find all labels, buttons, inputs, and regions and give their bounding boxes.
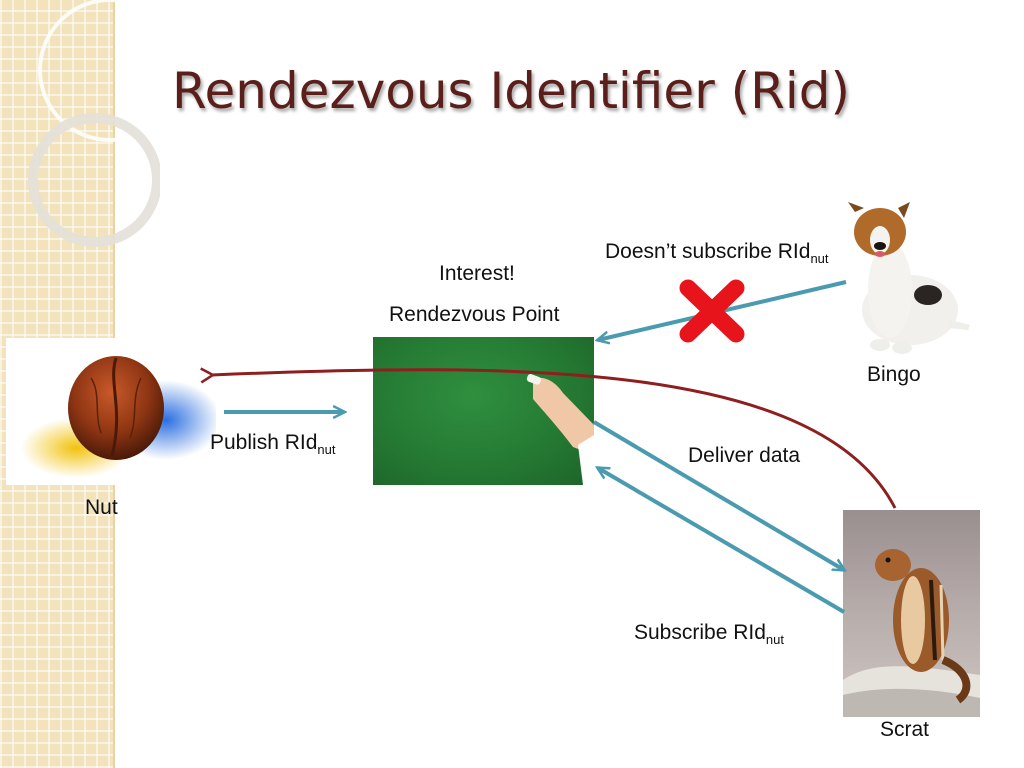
interest-label: Interest! — [439, 262, 515, 285]
walnut-icon — [21, 356, 216, 478]
doesnt-subscribe-label: Doesn’t subscribe RIdnut — [605, 240, 829, 266]
subscribe-text: Subscribe RId — [634, 621, 766, 644]
scrat-image — [843, 510, 980, 717]
rendezvous-point-label: Rendezvous Point — [389, 303, 560, 326]
nut-label: Nut — [85, 496, 118, 519]
subscribe-subscript: nut — [765, 632, 784, 648]
cross-icon — [679, 279, 745, 343]
interest-return-arrow — [212, 370, 897, 509]
scrat-label: Scrat — [880, 718, 930, 741]
hand-icon — [526, 374, 594, 485]
doesnt-subscribe-text: Doesn’t subscribe RId — [605, 240, 811, 263]
slide-title: Rendezvous Identifier (Rid) — [172, 62, 851, 120]
subscribe-label: Subscribe RIdnut — [634, 621, 784, 647]
rendezvous-point-board — [373, 337, 594, 485]
publish-subscript: nut — [317, 442, 336, 458]
chipmunk-icon — [843, 549, 980, 717]
decorative-circles — [28, 0, 160, 247]
subscribe-arrow — [598, 468, 846, 614]
doesnt-subscribe-subscript: nut — [810, 251, 829, 267]
nut-image — [6, 338, 216, 485]
deliver-data-label: Deliver data — [688, 444, 801, 467]
bingo-label: Bingo — [867, 363, 921, 386]
publish-text: Publish RId — [210, 431, 318, 454]
publish-label: Publish RIdnut — [210, 431, 335, 457]
deliver-arrow — [592, 420, 844, 570]
